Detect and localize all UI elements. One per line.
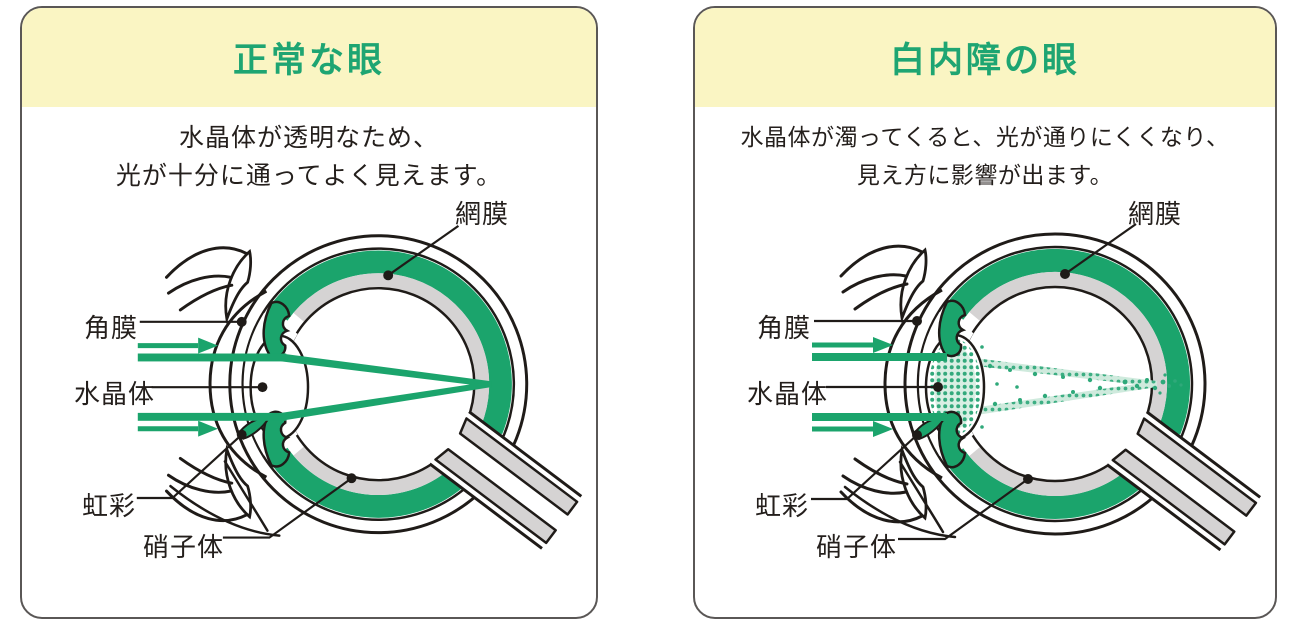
- description-line: 光が十分に通ってよく見えます。: [115, 161, 503, 190]
- choroid-ring: [944, 448, 1142, 519]
- retina-ring: [969, 446, 1133, 496]
- label-lens: 水晶体: [74, 380, 156, 410]
- arrow-icon: [198, 337, 218, 354]
- label-lens: 水晶体: [747, 380, 829, 410]
- optic-nerve: [428, 410, 583, 550]
- panel-title: 正常な眼: [232, 41, 385, 81]
- arrow-icon: [198, 420, 218, 437]
- label-cornea: 角膜: [757, 314, 812, 344]
- description-line: 水晶体が透明なため、: [178, 123, 439, 152]
- focused-beam-bottom: [281, 381, 492, 421]
- leader-lines: [136, 224, 460, 539]
- leader-lines: [811, 223, 1137, 541]
- eyelids: [165, 246, 281, 537]
- panel-title: 白内障の眼: [889, 41, 1080, 81]
- cataract-eye-diagram: 網膜 角膜 水晶体 虹彩 硝子体: [695, 182, 1275, 617]
- panel-header: 正常な眼: [22, 8, 596, 107]
- light-rays: [137, 337, 492, 437]
- panel-normal-eye: 正常な眼 水晶体が透明なため、 光が十分に通ってよく見えます。: [20, 6, 598, 619]
- panel-cataract-eye: 白内障の眼 水晶体が濁ってくると、光が通りにくくなり、 見え方に影響が出ます。: [693, 6, 1277, 619]
- retina-ring: [293, 273, 490, 437]
- eyelids: [839, 244, 957, 539]
- label-iris: 虹彩: [755, 492, 810, 522]
- panel-header: 白内障の眼: [695, 8, 1275, 107]
- leader-dots: [236, 270, 394, 484]
- label-vitreous: 硝子体: [816, 533, 898, 563]
- iris-upper: [938, 299, 967, 358]
- focused-beam-top: [281, 353, 492, 388]
- label-cornea: 角膜: [84, 314, 139, 344]
- light-rays: [812, 337, 947, 437]
- choroid-ring: [268, 250, 512, 435]
- cornea-curve: [883, 288, 943, 480]
- eye-illustration: [811, 223, 1262, 552]
- panel-description: 水晶体が透明なため、 光が十分に通ってよく見えます。: [22, 107, 596, 195]
- choroid-ring: [268, 447, 465, 518]
- label-retina: 網膜: [455, 200, 510, 230]
- label-retina: 網膜: [1128, 200, 1183, 230]
- label-vitreous: 硝子体: [143, 533, 225, 563]
- arrow-icon: [873, 337, 893, 353]
- choroid-ring: [944, 248, 1191, 435]
- label-iris: 虹彩: [82, 492, 137, 522]
- arrow-icon: [873, 421, 893, 437]
- retina-ring: [969, 271, 1168, 437]
- description-line: 水晶体が濁ってくると、光が通りにくくなり、: [740, 125, 1230, 151]
- description-line: 見え方に影響が出ます。: [856, 163, 1114, 189]
- retina-ring: [293, 445, 456, 496]
- optic-nerve: [1105, 410, 1262, 552]
- cornea-curve: [208, 289, 268, 479]
- normal-eye-diagram: 網膜 角膜 水晶体 虹彩 硝子体: [22, 182, 596, 617]
- iris-upper: [262, 300, 291, 358]
- scattered-light: [951, 345, 1183, 429]
- eye-illustration: [136, 224, 583, 550]
- leader-dots: [912, 269, 1070, 484]
- panel-description: 水晶体が濁ってくると、光が通りにくくなり、 見え方に影響が出ます。: [695, 107, 1275, 195]
